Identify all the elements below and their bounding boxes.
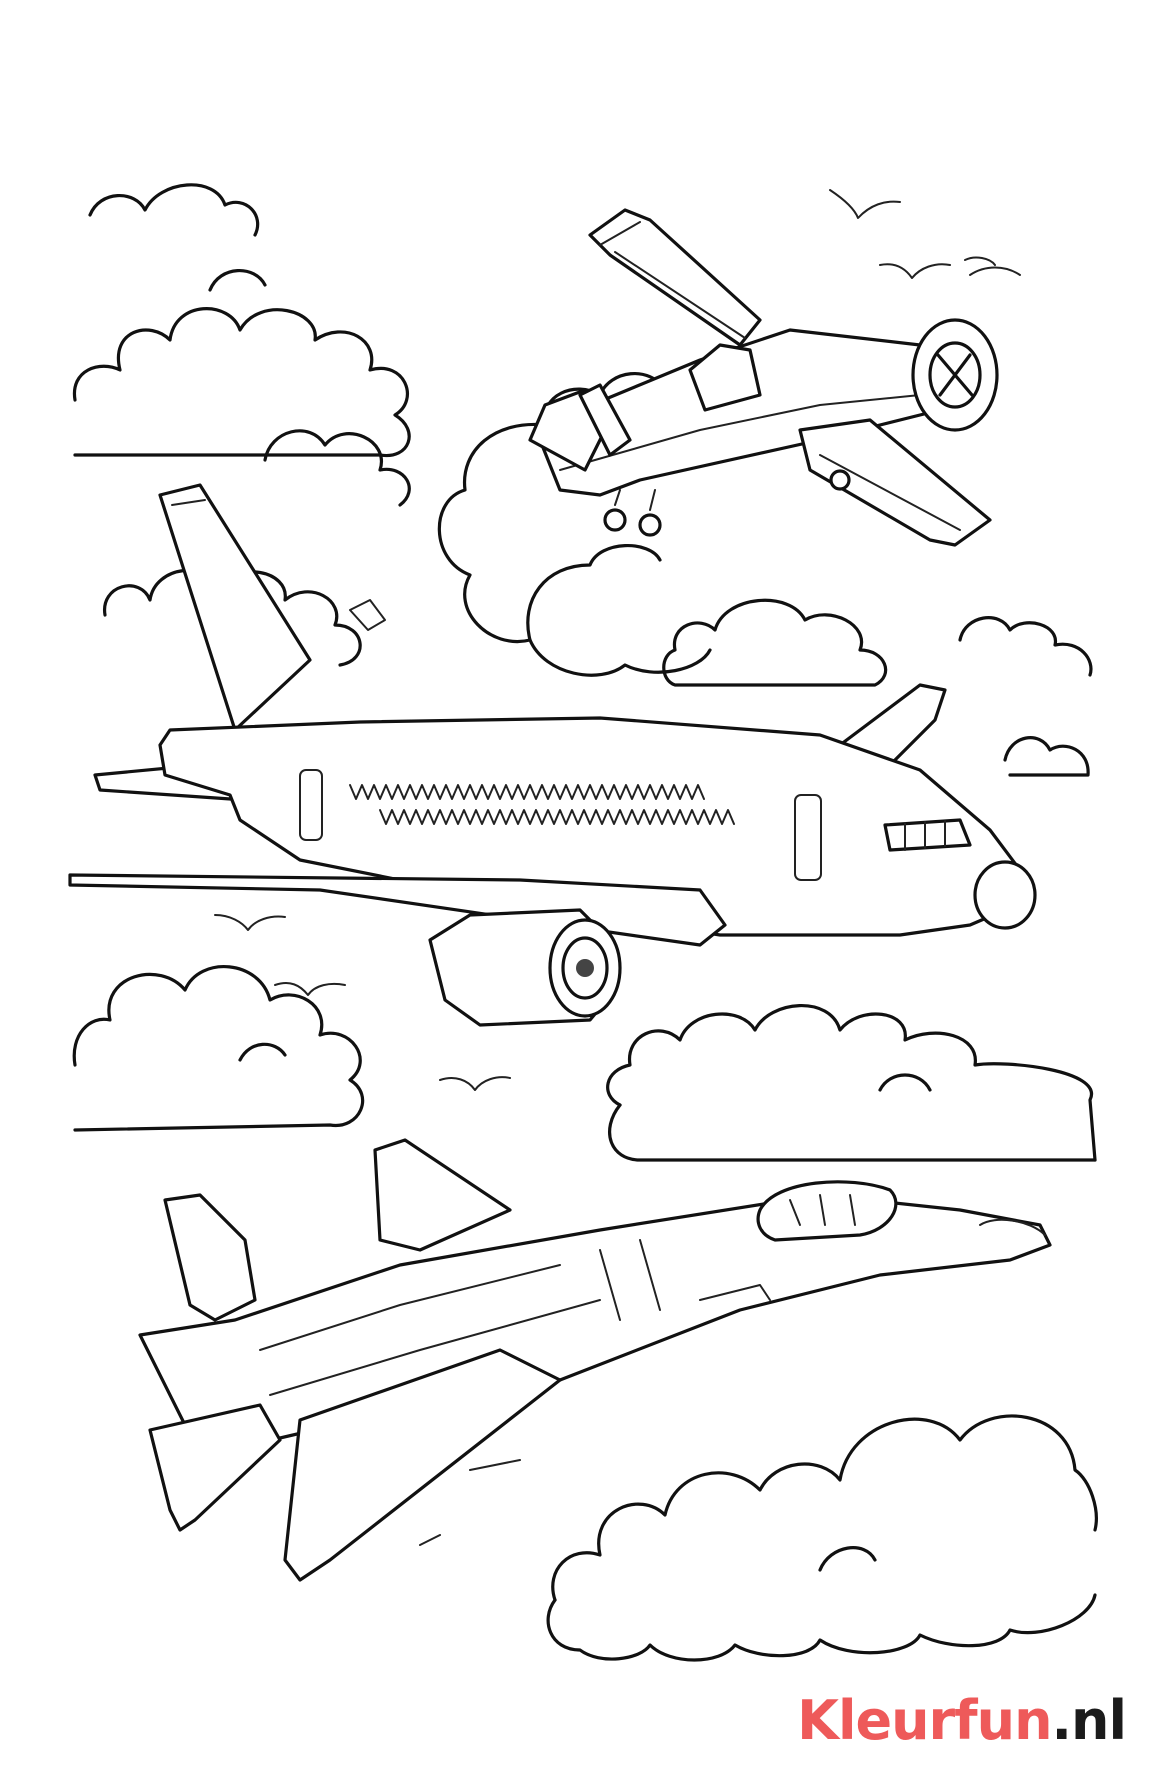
logo-tld-text: .nl: [1051, 1689, 1127, 1752]
birds: [214, 189, 1021, 1091]
cloud-lower-right: [606, 1004, 1097, 1162]
passenger-jet: [68, 483, 1037, 1027]
logo-name-text: Kleurfun: [797, 1689, 1052, 1752]
cloud-right-small: [958, 616, 1093, 777]
propeller-airplane: [528, 208, 999, 547]
cloud-lower-left: [72, 965, 364, 1132]
cloud-bottom-right: [546, 1414, 1098, 1662]
cloud-top-left: [72, 183, 411, 458]
fighter-jet: [138, 1138, 1052, 1582]
brand-logo: Kleurfun.nl: [797, 1694, 1127, 1748]
cloud-center-right: [662, 598, 888, 687]
